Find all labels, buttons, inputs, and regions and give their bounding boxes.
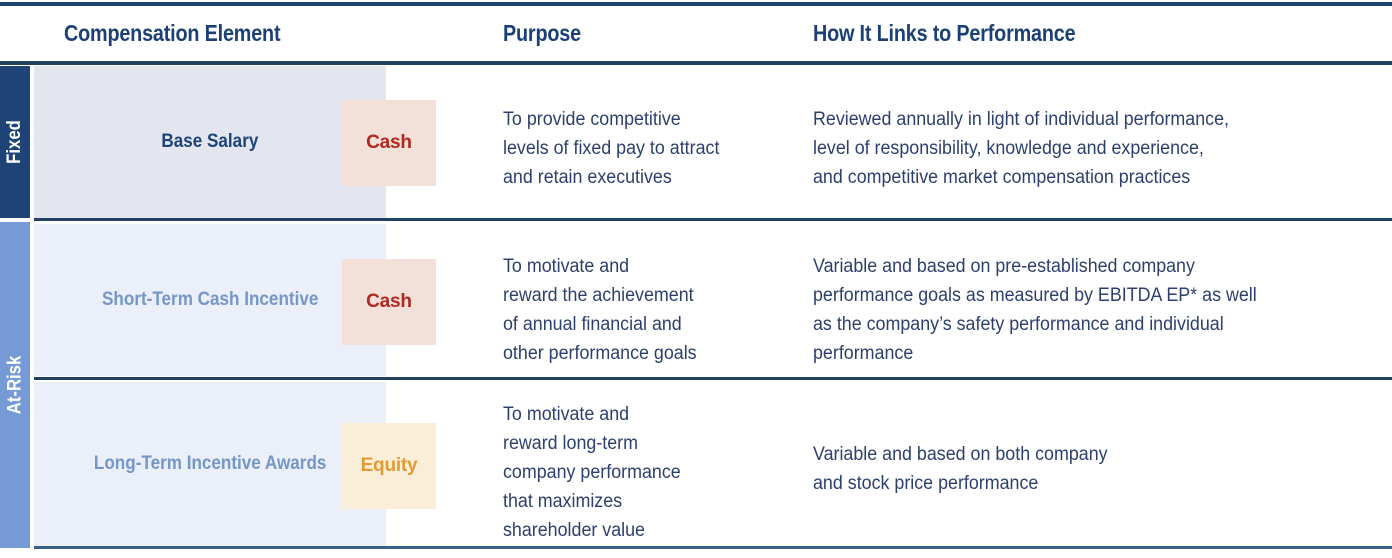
header-divider [0, 61, 1392, 65]
element-label-base-salary: Base Salary [161, 130, 259, 152]
element-label-short-term-cash-incentive: Short-Term Cash Incentive [101, 288, 319, 310]
category-bar-fixed: Fixed [0, 66, 30, 218]
column-header-purpose: Purpose [503, 20, 581, 46]
element-label-long-term-incentive-awards: Long-Term Incentive Awards [93, 452, 327, 474]
column-header-how-it-links-to-performance: How It Links to Performance [813, 20, 1076, 46]
type-badge-cash-short-term-incentive: Cash [342, 259, 436, 345]
performance-link-text-base-salary: Reviewed annually in light of individual… [813, 109, 1229, 188]
column-header-compensation-element: Compensation Element [64, 20, 281, 46]
category-label-fixed: Fixed [4, 120, 25, 164]
category-bar-at-risk: At-Risk [0, 222, 30, 548]
category-label-at-risk: At-Risk [4, 355, 26, 415]
purpose-text-short-term-cash-incentive: To motivate and reward the achievement o… [503, 256, 697, 364]
element-panel-short-term-cash-incentive: Short-Term Cash Incentive [34, 224, 386, 376]
element-panel-base-salary: Base Salary [34, 66, 386, 218]
row-divider-1 [34, 218, 1392, 221]
performance-link-text-long-term-incentive-awards: Variable and based on both company and s… [813, 444, 1108, 494]
purpose-text-base-salary: To provide competitive levels of fixed p… [503, 109, 720, 188]
top-divider [0, 2, 1392, 6]
table-header-row: Compensation Element Purpose How It Link… [0, 6, 1392, 61]
purpose-text-long-term-incentive-awards: To motivate and reward long-term company… [503, 404, 681, 541]
type-badge-equity-long-term-incentive: Equity [342, 423, 436, 509]
performance-link-text-short-term-cash-incentive: Variable and based on pre-established co… [813, 256, 1257, 364]
table-bottom-divider [34, 546, 1392, 549]
row-divider-2 [34, 377, 1392, 380]
element-panel-long-term-incentive-awards: Long-Term Incentive Awards [34, 382, 386, 546]
type-badge-cash-base-salary: Cash [342, 100, 436, 186]
